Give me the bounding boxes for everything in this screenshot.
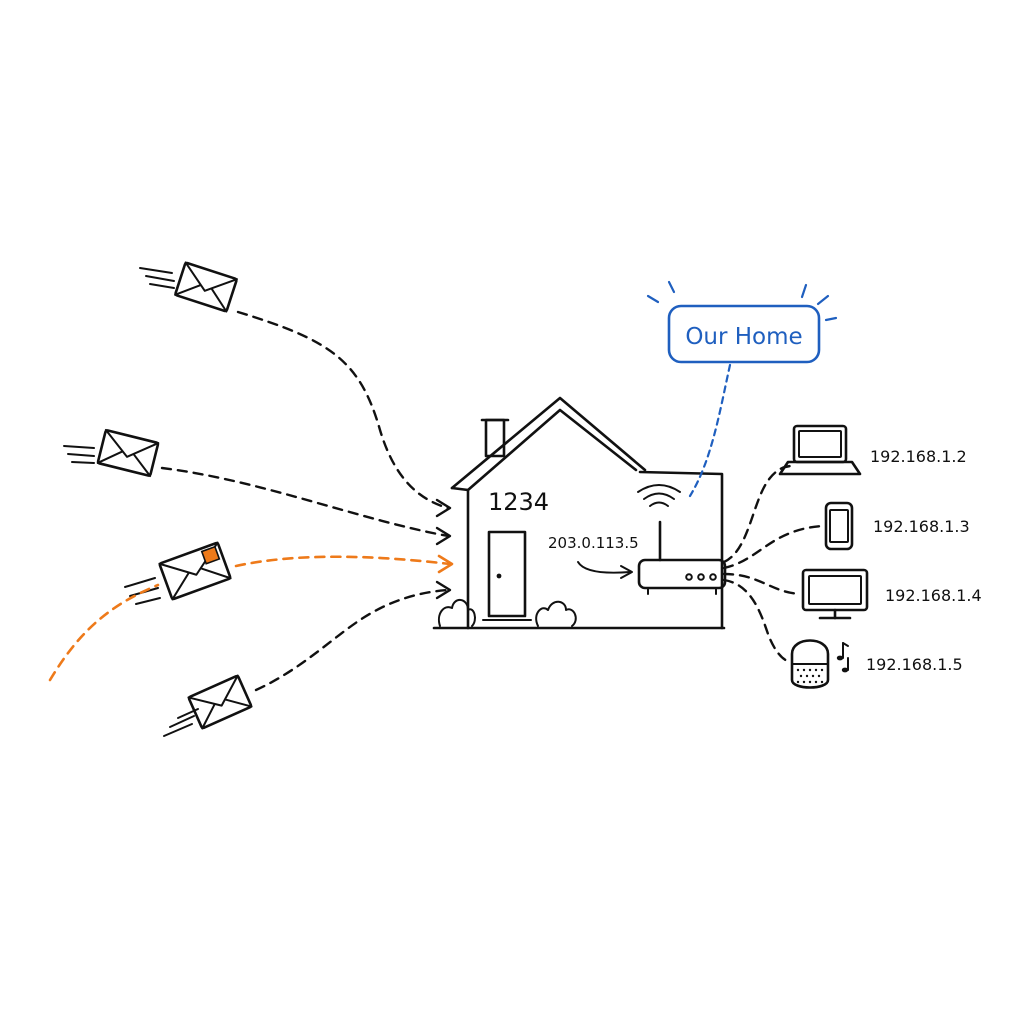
callout-label: Our Home [685,324,802,350]
device-ip-phone: 192.168.1.3 [873,517,970,536]
smart-speaker-icon [790,639,830,689]
motion-lines-2 [63,445,95,464]
motion-lines-1 [139,267,175,289]
stamp-icon [200,545,221,565]
mail-route-3-highlighted [234,555,452,568]
phone-icon [824,501,854,551]
envelope-4 [187,674,253,730]
callout-sparkles [646,280,838,322]
mail-route-4 [254,588,450,692]
device-ip-monitor: 192.168.1.4 [885,586,982,605]
motion-lines-4 [163,708,199,737]
router-icon [637,520,727,595]
public-ip-label: 203.0.113.5 [548,534,639,552]
mail-trail-orange [48,583,160,682]
laptop-icon [778,424,862,476]
envelope-3-highlighted [158,541,232,601]
callout-box [667,304,821,364]
house [432,396,726,630]
bush-left [438,599,476,627]
envelope-2 [96,428,160,478]
public-ip-arrow [577,561,631,574]
mail-route-1 [236,310,450,510]
mail-route-2 [160,466,450,538]
link-monitor [722,572,802,596]
music-note-icon [836,642,849,673]
device-ip-laptop: 192.168.1.2 [870,447,967,466]
link-laptop [722,464,794,564]
device-ip-speaker: 192.168.1.5 [866,655,963,674]
front-door [487,530,527,618]
monitor-icon [801,568,869,620]
wifi-signal-icon [637,484,681,507]
house-number: 1234 [488,488,549,516]
bush-right [535,600,577,627]
envelope-1 [174,261,238,313]
link-phone [722,524,824,570]
callout-pointer [688,363,732,498]
link-speaker [722,578,792,664]
